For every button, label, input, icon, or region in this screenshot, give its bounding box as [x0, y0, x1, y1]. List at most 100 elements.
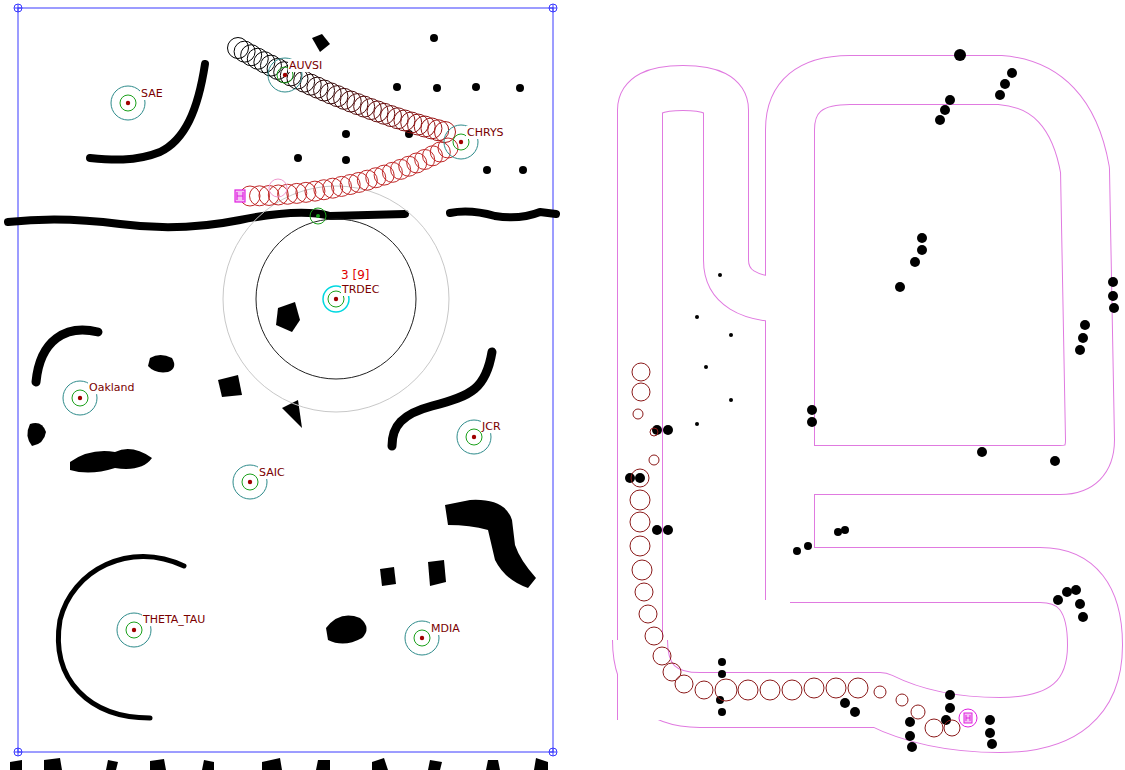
- obstacle-dot: [294, 154, 302, 162]
- obstacle-block: [218, 375, 242, 397]
- obstacle-block: [428, 560, 446, 586]
- waypoint-ring: [242, 474, 258, 490]
- trajectory-point: [423, 146, 443, 166]
- obstacle-dot: [917, 245, 927, 255]
- frame-border: [18, 8, 553, 752]
- trajectory-point: [269, 179, 287, 197]
- waypoint-center: [459, 140, 463, 144]
- trajectory-point: [228, 38, 249, 59]
- obstacle-dot: [840, 698, 850, 708]
- trajectory-point: [268, 185, 288, 205]
- obstacle-dot: [635, 473, 645, 483]
- obstacle-dot: [1062, 587, 1072, 597]
- trajectory-point: [925, 719, 943, 737]
- waypoint-label: MDIA: [430, 622, 461, 635]
- waypoint-label: THETA_TAU: [142, 613, 206, 626]
- obstacle-dot: [1078, 612, 1088, 622]
- obstacles: [10, 34, 548, 770]
- trajectory: [630, 363, 960, 737]
- robot-mark: [237, 192, 243, 200]
- obstacle-dot: [516, 84, 524, 92]
- obstacle-dot: [985, 728, 995, 738]
- trajectory-point: [635, 583, 653, 601]
- trajectory-point: [760, 680, 780, 700]
- obstacle-dot: [393, 83, 401, 91]
- obstacle-dot: [895, 282, 905, 292]
- obstacle-dot: [433, 84, 441, 92]
- wall: [450, 212, 556, 218]
- trajectory-point: [340, 91, 361, 112]
- obstacle-dot: [995, 90, 1005, 100]
- obstacle-block: [445, 500, 536, 588]
- waypoint-center: [132, 628, 136, 632]
- frame-corner-cross: [14, 4, 557, 756]
- waypoint-label: SAIC: [258, 466, 286, 479]
- waypoint-marker: Oakland: [62, 380, 98, 416]
- obstacle-dot: [430, 34, 438, 42]
- corridor-boundary: [640, 575, 1095, 725]
- obstacle-arc: [392, 352, 492, 446]
- waypoint-ring: [72, 390, 88, 406]
- obstacle-dot: [910, 257, 920, 267]
- obstacle-dot: [945, 95, 955, 105]
- trajectory-point: [650, 428, 658, 436]
- trajectory-point: [804, 678, 824, 698]
- obstacle-dot: [834, 528, 842, 536]
- trajectory-point: [649, 455, 659, 465]
- trajectory-point: [630, 512, 650, 532]
- waypoint-ring: [466, 429, 482, 445]
- obstacle-dot: [704, 365, 708, 369]
- obstacle-dot: [718, 708, 726, 716]
- obstacle-dot: [1078, 333, 1088, 343]
- obstacle-dot: [1053, 595, 1063, 605]
- obstacle-dot: [729, 333, 733, 337]
- obstacle-dot: [342, 130, 350, 138]
- obstacle-block: [10, 758, 548, 770]
- waypoint-marker: 3 [9]TRDEC: [318, 281, 354, 317]
- obstacle-dot: [793, 547, 801, 555]
- trajectory-point: [826, 678, 846, 698]
- obstacle-dot: [807, 405, 817, 415]
- corridor-map: [640, 80, 1095, 725]
- obstacle-block: [326, 616, 367, 644]
- obstacle-dot: [1080, 320, 1090, 330]
- robot-ring: [959, 709, 977, 727]
- waypoint-center: [78, 396, 82, 400]
- obstacle-arc: [90, 64, 205, 160]
- trajectory-point: [645, 627, 663, 645]
- waypoint-center: [334, 297, 338, 301]
- obstacle-dot: [945, 690, 955, 700]
- obstacle-dot: [663, 525, 673, 535]
- waypoint-label: TRDEC: [341, 283, 380, 296]
- obstacle-dot: [907, 742, 917, 752]
- waypoint-center: [420, 636, 424, 640]
- waypoint-marker: AUVSI: [267, 57, 303, 93]
- obstacle-dot: [472, 83, 480, 91]
- trajectory-point: [782, 680, 802, 700]
- waypoint-label: Oakland: [88, 381, 136, 394]
- trajectory-point: [632, 560, 652, 580]
- obstacle-dot: [1075, 345, 1085, 355]
- trajectory-point: [675, 675, 693, 693]
- trajectory-point: [896, 694, 908, 706]
- obstacle-dot: [1007, 68, 1017, 78]
- trajectory-point: [663, 663, 681, 681]
- obstacle-block: [282, 400, 302, 428]
- obstacle-dot: [945, 703, 955, 713]
- trajectory-point: [911, 705, 925, 719]
- trajectory-point: [401, 112, 422, 133]
- trajectory-point: [314, 180, 334, 200]
- trajectory-point: [653, 647, 671, 665]
- robot-icon: [959, 709, 977, 727]
- obstacle-dot: [905, 731, 915, 741]
- obstacle-dot: [1071, 585, 1081, 595]
- obstacle-dot: [342, 156, 350, 164]
- obstacle-dot: [954, 49, 966, 61]
- trajectory-point: [360, 99, 381, 120]
- robot-body: [235, 190, 245, 202]
- obstacle-arc: [58, 556, 184, 718]
- range-ring: [223, 186, 449, 412]
- trajectory-point: [394, 110, 415, 131]
- trajectory-point: [944, 720, 960, 736]
